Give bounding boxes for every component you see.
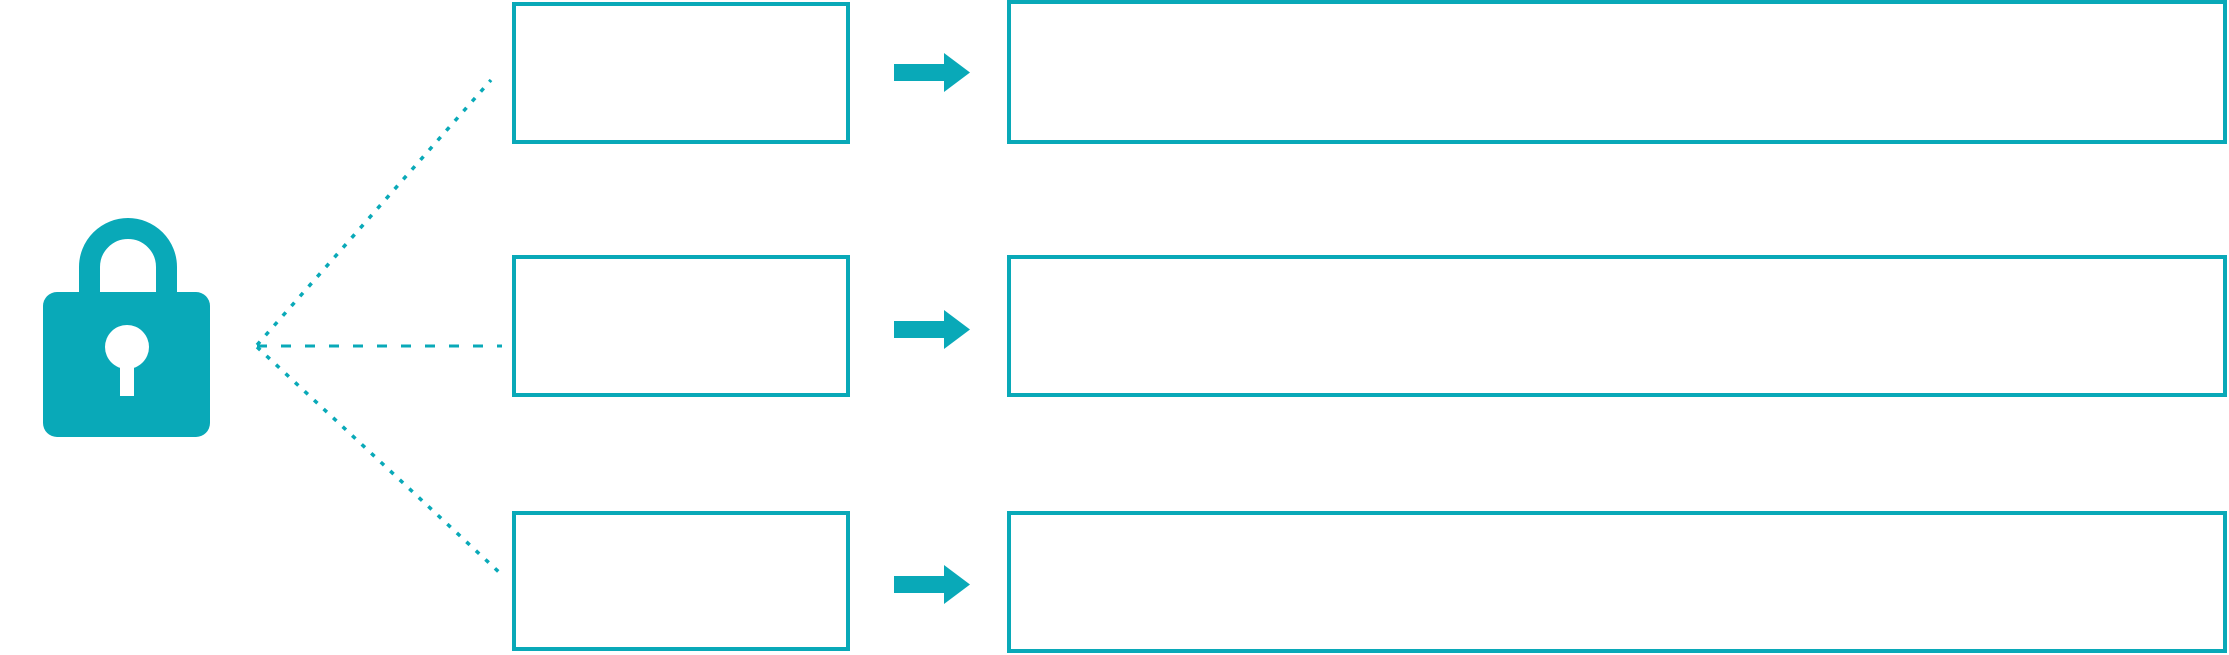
lock-icon xyxy=(43,218,210,437)
detail-panel-2 xyxy=(1007,255,2227,397)
source-box-1 xyxy=(512,2,850,144)
dotted-line-bottom xyxy=(255,345,503,576)
arrow-right-icon-3 xyxy=(894,565,970,604)
source-box-2 xyxy=(512,255,850,397)
detail-panel-3 xyxy=(1007,511,2227,653)
dotted-line-top xyxy=(255,78,493,347)
arrow-right-icon-2 xyxy=(894,310,970,349)
lock-keyhole-stem xyxy=(120,354,134,396)
source-box-3 xyxy=(512,511,850,651)
detail-panel-1 xyxy=(1007,0,2227,144)
arrow-right-icon-1 xyxy=(894,53,970,92)
lock-keyhole xyxy=(105,325,149,369)
lock-shackle xyxy=(79,218,177,314)
